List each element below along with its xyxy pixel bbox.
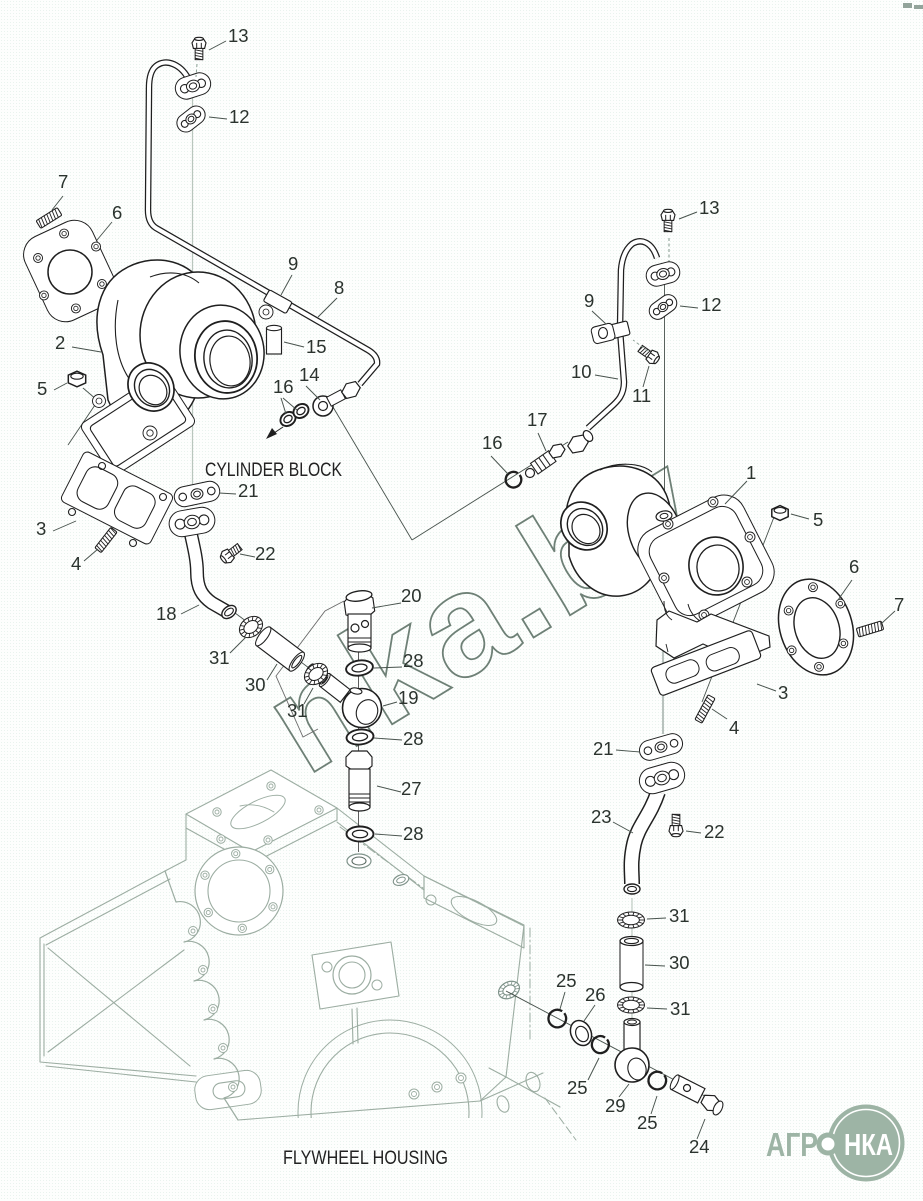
svg-text:9: 9 [288,253,298,274]
svg-text:6: 6 [849,556,859,577]
svg-text:22: 22 [704,821,725,842]
svg-text:31: 31 [287,700,308,721]
svg-text:9: 9 [584,290,594,311]
svg-text:20: 20 [401,585,422,606]
svg-text:8: 8 [334,277,344,298]
svg-text:4: 4 [71,553,81,574]
svg-text:CYLINDER BLOCK: CYLINDER BLOCK [205,459,342,481]
svg-text:25: 25 [556,970,577,991]
svg-text:22: 22 [255,543,276,564]
svg-text:28: 28 [403,823,424,844]
svg-text:31: 31 [209,647,230,668]
svg-text:28: 28 [403,650,424,671]
svg-text:5: 5 [813,509,823,530]
svg-text:26: 26 [585,984,606,1005]
svg-text:6: 6 [112,202,122,223]
svg-text:17: 17 [527,409,548,430]
svg-text:3: 3 [36,518,46,539]
svg-text:14: 14 [299,364,320,385]
svg-text:13: 13 [228,25,249,46]
svg-text:5: 5 [37,378,47,399]
svg-text:29: 29 [605,1095,626,1116]
svg-text:30: 30 [245,674,266,695]
svg-text:12: 12 [229,106,250,127]
svg-text:27: 27 [401,778,422,799]
svg-text:13: 13 [699,197,720,218]
svg-text:10: 10 [571,361,592,382]
svg-text:30: 30 [669,952,690,973]
svg-text:FLYWHEEL HOUSING: FLYWHEEL HOUSING [283,1147,448,1169]
svg-text:4: 4 [729,717,739,738]
svg-text:18: 18 [156,603,177,624]
svg-text:21: 21 [238,480,259,501]
svg-text:25: 25 [567,1077,588,1098]
svg-text:31: 31 [670,998,691,1019]
svg-text:7: 7 [894,594,904,615]
svg-text:12: 12 [701,294,722,315]
svg-text:7: 7 [58,171,68,192]
svg-text:16: 16 [482,432,503,453]
svg-text:24: 24 [689,1136,710,1157]
svg-text:19: 19 [398,687,419,708]
svg-text:28: 28 [403,728,424,749]
svg-text:16: 16 [273,376,294,397]
svg-text:3: 3 [778,682,788,703]
svg-text:25: 25 [637,1112,658,1133]
svg-text:15: 15 [306,336,327,357]
svg-text:23: 23 [591,806,612,827]
svg-text:31: 31 [669,905,690,926]
svg-text:11: 11 [632,385,651,406]
svg-text:АГР: АГР [766,1126,818,1163]
svg-text:1: 1 [746,462,756,483]
svg-text:НКА: НКА [844,1127,893,1162]
svg-text:2: 2 [55,332,65,353]
svg-text:21: 21 [593,738,614,759]
